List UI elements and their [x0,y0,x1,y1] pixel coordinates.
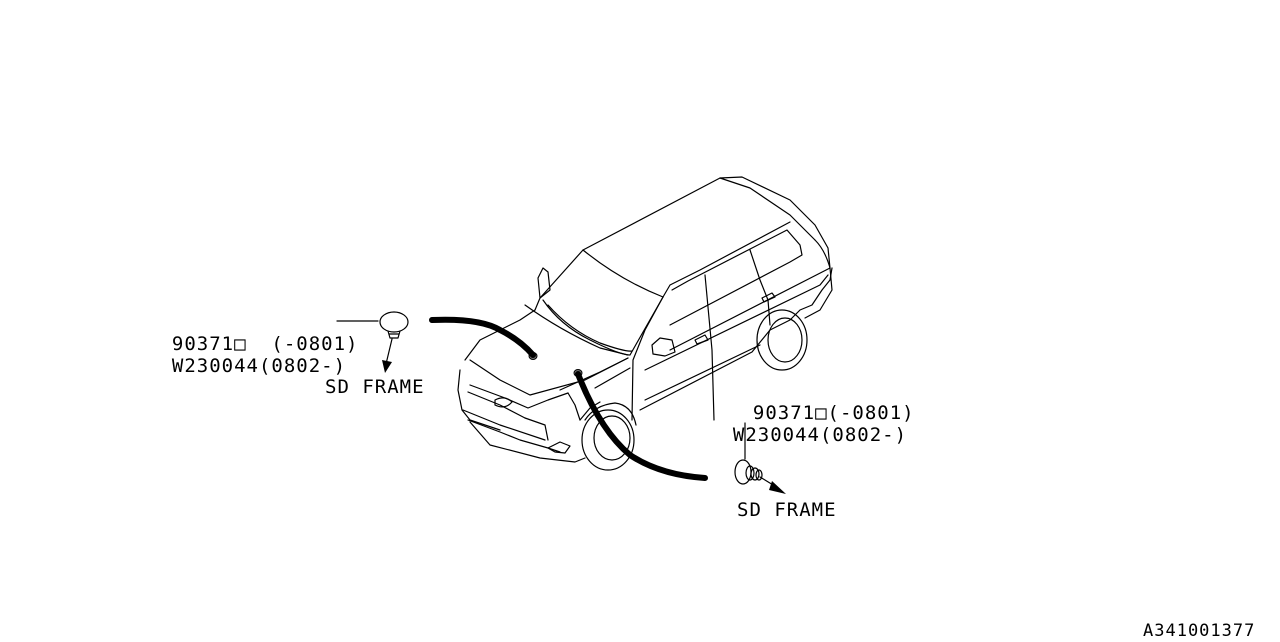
right-callout-part-number-1: 90371□(-0801) [728,380,915,424]
vehicle-illustration [457,176,833,471]
part-number: W230044 [171,355,259,377]
right-callout-part-number-2: W230044(0802-) [708,402,907,446]
applicability-range: (0802-) [819,424,908,446]
leader-curve-right [575,371,708,481]
left-callout-part-number-2: W230044(0802-) [147,333,346,377]
applicability-range: (-0801) [827,402,915,424]
left-callout-target-label: SD FRAME [325,376,425,398]
clip-part-left [336,311,409,373]
diagram-code: A341001377 [1143,621,1256,641]
clip-part-right [734,422,786,494]
right-callout-target-label: SD FRAME [737,499,837,521]
applicability-range: (0802-) [258,355,347,377]
part-number: 90371□ [171,333,247,355]
left-callout-part-number-1: 90371□ (-0801) [147,311,359,355]
leader-curve-left [429,316,536,358]
part-number: W230044 [732,424,820,446]
applicability-range: (-0801) [271,333,359,355]
part-number: 90371□ [752,402,828,424]
